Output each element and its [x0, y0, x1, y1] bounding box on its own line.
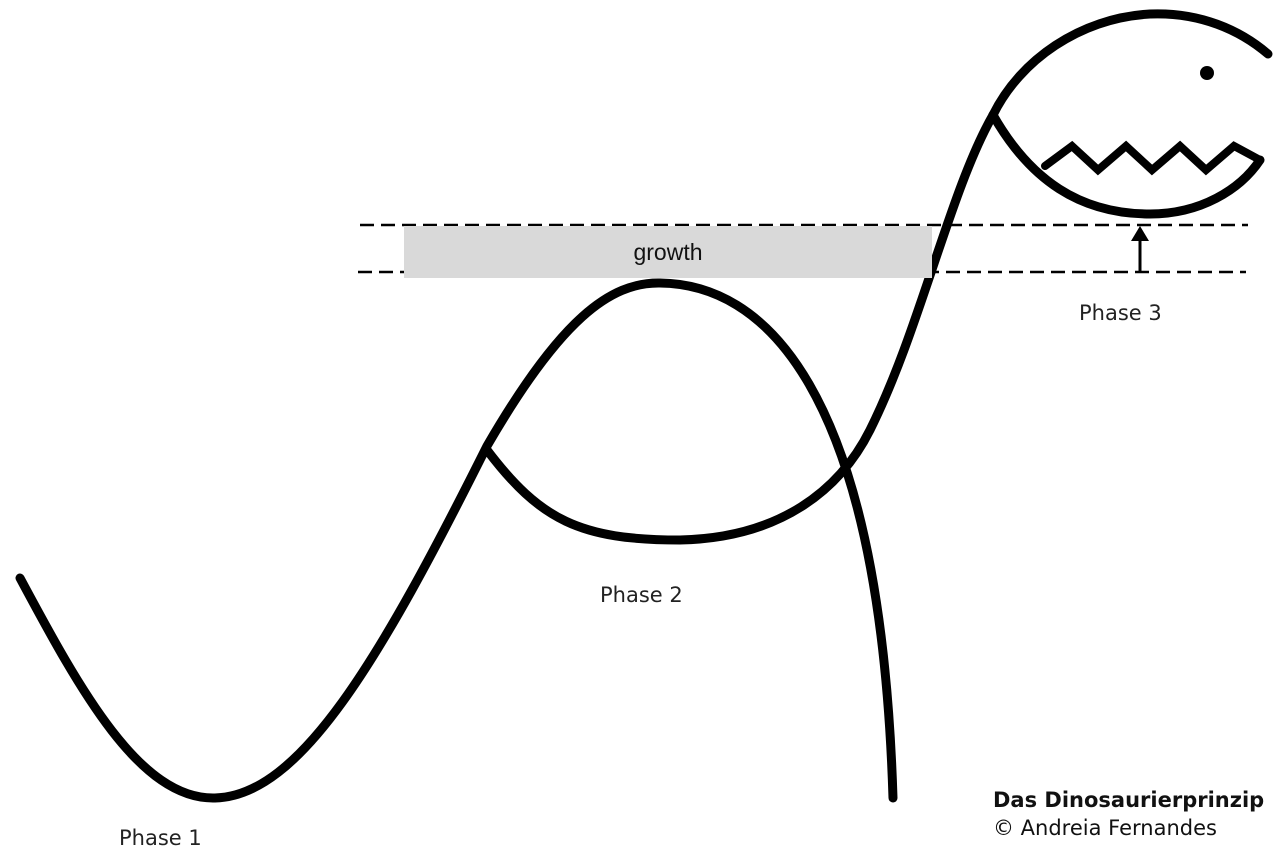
- credit-block: Das Dinosaurierprinzip © Andreia Fernand…: [993, 786, 1264, 842]
- phase-3-label: Phase 3: [1079, 301, 1162, 325]
- credit-author: © Andreia Fernandes: [993, 816, 1217, 840]
- main-curve: [15, 278, 898, 803]
- head-top-curve: [988, 9, 1273, 120]
- belly-neck-curve: [482, 110, 998, 545]
- eye-icon: [1200, 66, 1214, 80]
- lower-jaw-curve: [988, 110, 1265, 219]
- growth-arrow-head: [1131, 226, 1149, 241]
- teeth-zigzag: [1041, 140, 1264, 176]
- credit-title: Das Dinosaurierprinzip: [993, 788, 1265, 812]
- phase-2-label: Phase 2: [600, 583, 683, 607]
- growth-band: growth: [404, 226, 932, 278]
- growth-label: growth: [633, 238, 703, 265]
- phase-1-label: Phase 1: [119, 826, 202, 850]
